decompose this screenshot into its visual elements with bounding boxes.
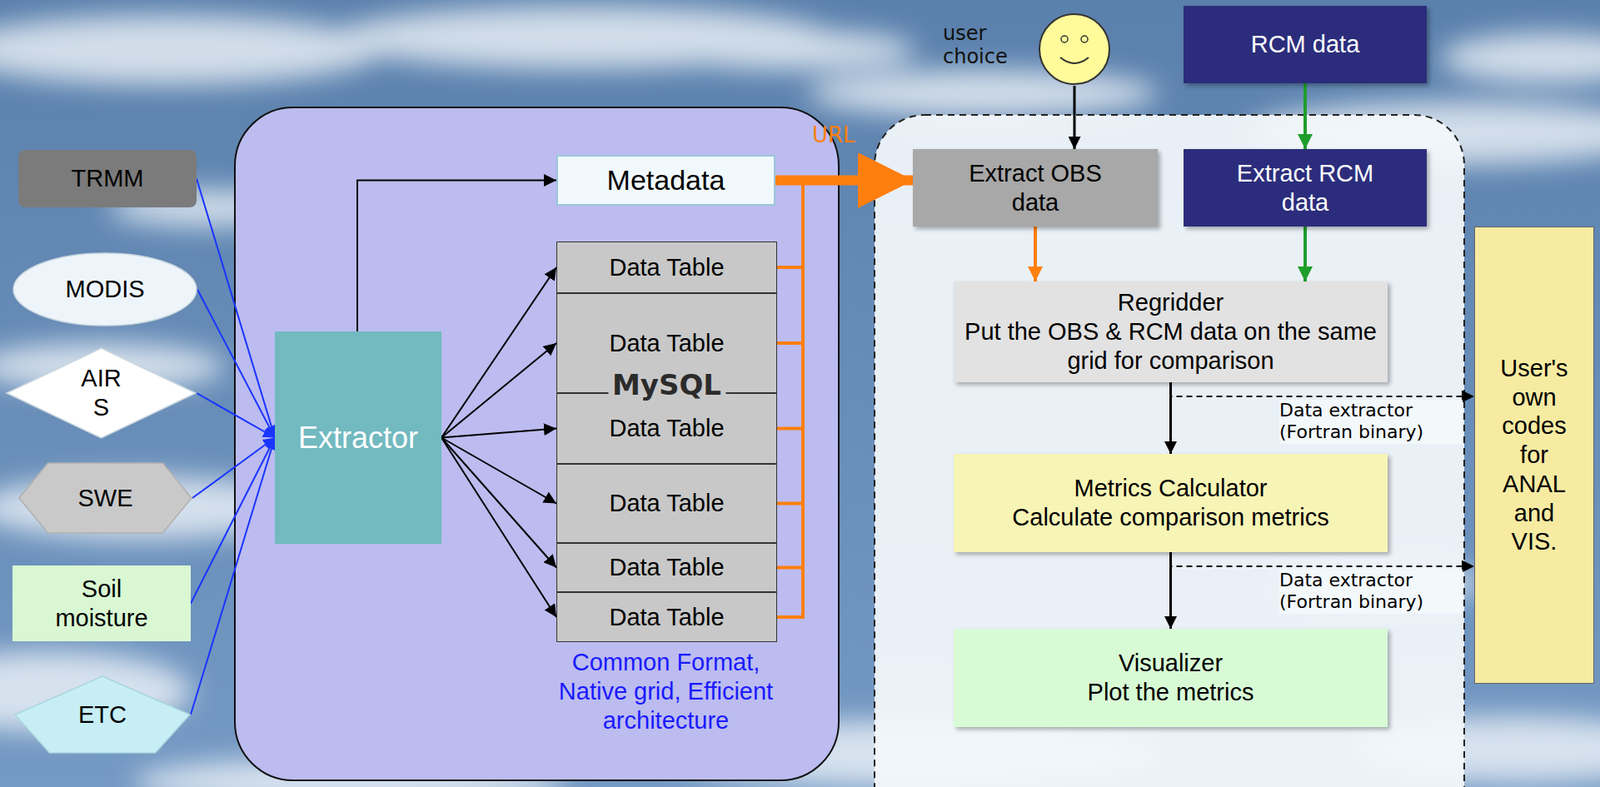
- connector: [196, 393, 275, 439]
- node-label: user choice: [942, 22, 1027, 69]
- node-label: Soil moisture: [39, 574, 165, 634]
- connector: [777, 180, 913, 269]
- node-label: SWE: [77, 483, 133, 514]
- process-box: RegridderPut the OBS & RCM data on the s…: [953, 281, 1388, 383]
- source-box: Soil moisture: [12, 565, 191, 642]
- node-label: Data Table: [608, 253, 724, 283]
- connector: [1033, 226, 1037, 282]
- source-pentagon: ETC: [14, 675, 191, 754]
- data-table: Data Table: [556, 592, 778, 643]
- node-body: Plot the metrics: [1087, 677, 1255, 708]
- connector: [1303, 226, 1307, 282]
- connector: [1303, 83, 1307, 150]
- data-table: Data Table: [556, 241, 778, 294]
- source-ellipse: MODIS: [12, 252, 198, 327]
- node-label: Visualizer: [1118, 648, 1223, 678]
- data-box: RCM data: [1183, 5, 1427, 84]
- node-label: TRMM: [71, 164, 145, 194]
- connector: [777, 180, 913, 344]
- node-label: Metrics Calculator: [1073, 473, 1267, 504]
- connector: [196, 179, 275, 439]
- connector: [441, 438, 557, 619]
- connector: [197, 289, 275, 439]
- node-label: Extract RCM data: [1230, 159, 1381, 218]
- process-box: Extract RCM data: [1183, 149, 1427, 227]
- node-label: AIR S: [75, 363, 128, 423]
- node-label: RCM data: [1251, 29, 1361, 60]
- node-label: MySQL: [608, 368, 726, 402]
- connector: [441, 438, 557, 504]
- connector: [441, 428, 557, 439]
- node-label: Data Table: [608, 553, 724, 583]
- connector: [1171, 382, 1476, 397]
- edge-label: Data extractor (Fortran binary): [1279, 399, 1463, 444]
- database-panel: Common Format, Native grid, Efficient ar…: [234, 107, 839, 781]
- node-label: Extract OBS data: [960, 159, 1111, 218]
- source-box: TRMM: [18, 149, 197, 208]
- process-box: Extract OBS data: [912, 149, 1158, 227]
- node-label: Extractor: [298, 419, 419, 456]
- edge-label: URL: [812, 122, 856, 148]
- process-box: Extractor: [274, 331, 442, 544]
- process-box: Metrics CalculatorCalculate comparison m…: [953, 453, 1388, 553]
- database-panel-outline: [234, 107, 839, 781]
- source-diamond-outline: [5, 347, 197, 439]
- connector: [1073, 85, 1077, 150]
- connector: [190, 438, 275, 716]
- connector: [441, 267, 557, 439]
- node-label: Data Table: [608, 328, 724, 359]
- connector: [192, 438, 275, 499]
- user-icon: user choice: [1037, 12, 1112, 86]
- node-body: Put the OBS & RCM data on the same grid …: [961, 317, 1380, 376]
- connector: [777, 180, 913, 429]
- edge-label: Data extractor (Fortran binary): [1279, 569, 1463, 614]
- data-table: Data Table: [556, 463, 778, 544]
- user-code-box: User's own codes for ANAL and VIS.: [1474, 226, 1595, 684]
- node-label: Data Table: [608, 603, 724, 633]
- node-label: Data Table: [608, 488, 724, 519]
- connector: [357, 180, 557, 333]
- workflow-panel: [874, 114, 1465, 787]
- database-stack: MySQLData TableData TableData TableData …: [556, 241, 778, 643]
- connector: [777, 180, 913, 504]
- node-label: ETC: [78, 700, 127, 730]
- connector: [777, 180, 913, 569]
- node-label: Regridder: [1117, 288, 1224, 318]
- connector: [441, 343, 557, 439]
- connector: [1171, 552, 1476, 567]
- process-box: VisualizerPlot the metrics: [953, 628, 1388, 728]
- connector: [441, 438, 557, 569]
- node-label: Common Format, Native grid, Efficient ar…: [547, 647, 785, 735]
- source-hexagon: SWE: [18, 462, 193, 534]
- node-label: User's own codes for ANAL and VIS.: [1492, 353, 1576, 558]
- source-diamond: AIR S: [5, 347, 197, 439]
- node-label: MODIS: [64, 274, 145, 305]
- node-label: Metadata: [607, 163, 726, 198]
- user-icon-outline: [1037, 12, 1112, 86]
- data-table: Data Table: [556, 543, 778, 593]
- node-label: Data Table: [608, 413, 724, 444]
- connector: [777, 180, 913, 619]
- node-body: Calculate comparison metrics: [1011, 503, 1329, 533]
- metadata-box: Metadata: [556, 154, 776, 206]
- data-table: Data Table: [556, 393, 778, 464]
